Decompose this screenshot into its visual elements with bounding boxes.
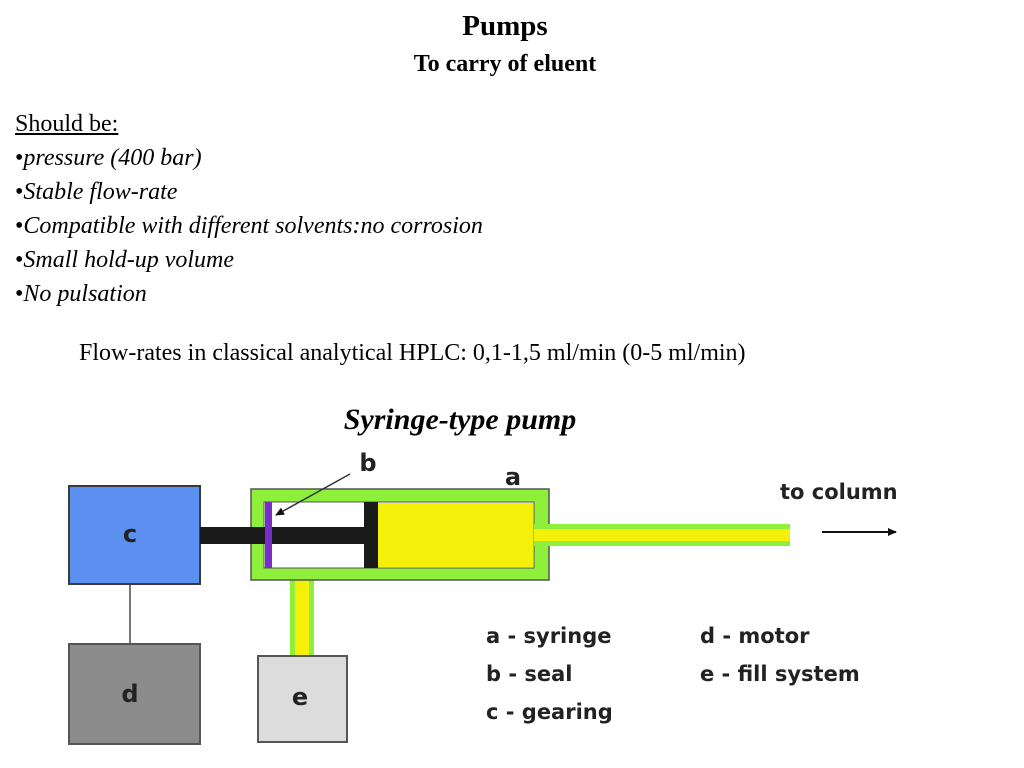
legend-gearing: c - gearing bbox=[486, 700, 613, 724]
plunger-head bbox=[364, 502, 378, 568]
requirement-text: Compatible with different solvents:no co… bbox=[23, 213, 483, 239]
requirement-text: Small hold-up volume bbox=[23, 247, 235, 273]
bullet-glyph: • bbox=[15, 145, 24, 171]
requirement-text: pressure (400 bar) bbox=[23, 145, 202, 171]
requirement-text: Stable flow-rate bbox=[23, 179, 178, 205]
requirements-heading: Should be: bbox=[15, 111, 119, 137]
legend-syringe: a - syringe bbox=[486, 624, 611, 648]
fill-tube-inner bbox=[295, 572, 309, 656]
requirements-list: •pressure (400 bar) •Stable flow-rate •C… bbox=[15, 141, 483, 311]
to-column-label: to column bbox=[780, 480, 898, 504]
requirement-item: •Small hold-up volume bbox=[15, 243, 483, 277]
requirement-item: •Compatible with different solvents:no c… bbox=[15, 209, 483, 243]
bullet-glyph: • bbox=[15, 179, 24, 205]
bullet-glyph: • bbox=[15, 213, 24, 239]
fill-system-box bbox=[257, 655, 348, 743]
fill-system-label: e bbox=[292, 683, 308, 711]
seal bbox=[265, 502, 272, 568]
legend-seal: b - seal bbox=[486, 662, 572, 686]
bullet-glyph: • bbox=[15, 281, 24, 307]
requirement-item: •No pulsation bbox=[15, 277, 483, 311]
motor-label: d bbox=[121, 680, 138, 708]
seal-pointer-arrow bbox=[275, 473, 351, 516]
gearing-label: c bbox=[123, 520, 137, 548]
requirement-item: •Stable flow-rate bbox=[15, 175, 483, 209]
solvent-fill bbox=[377, 503, 533, 567]
requirement-item: •pressure (400 bar) bbox=[15, 141, 483, 175]
motor-box bbox=[68, 643, 201, 745]
syringe-pump-diagram: c d e b a to column a - syringe b - seal… bbox=[68, 449, 898, 745]
seal-label: b bbox=[359, 449, 376, 477]
legend-fill-system: e - fill system bbox=[700, 662, 860, 686]
flowrates-note: Flow-rates in classical analytical HPLC:… bbox=[79, 340, 746, 366]
legend-motor: d - motor bbox=[700, 624, 810, 648]
syringe-label: a bbox=[505, 463, 521, 491]
outlet-tube-inner bbox=[534, 529, 790, 541]
slide-title: Pumps bbox=[462, 10, 548, 42]
diagram-title: Syringe-type pump bbox=[343, 403, 577, 436]
slide-subtitle: To carry of eluent bbox=[413, 51, 597, 77]
gearing-box bbox=[68, 485, 201, 585]
piston-rod bbox=[200, 527, 376, 544]
requirement-text: No pulsation bbox=[23, 281, 147, 307]
bullet-glyph: • bbox=[15, 247, 24, 273]
